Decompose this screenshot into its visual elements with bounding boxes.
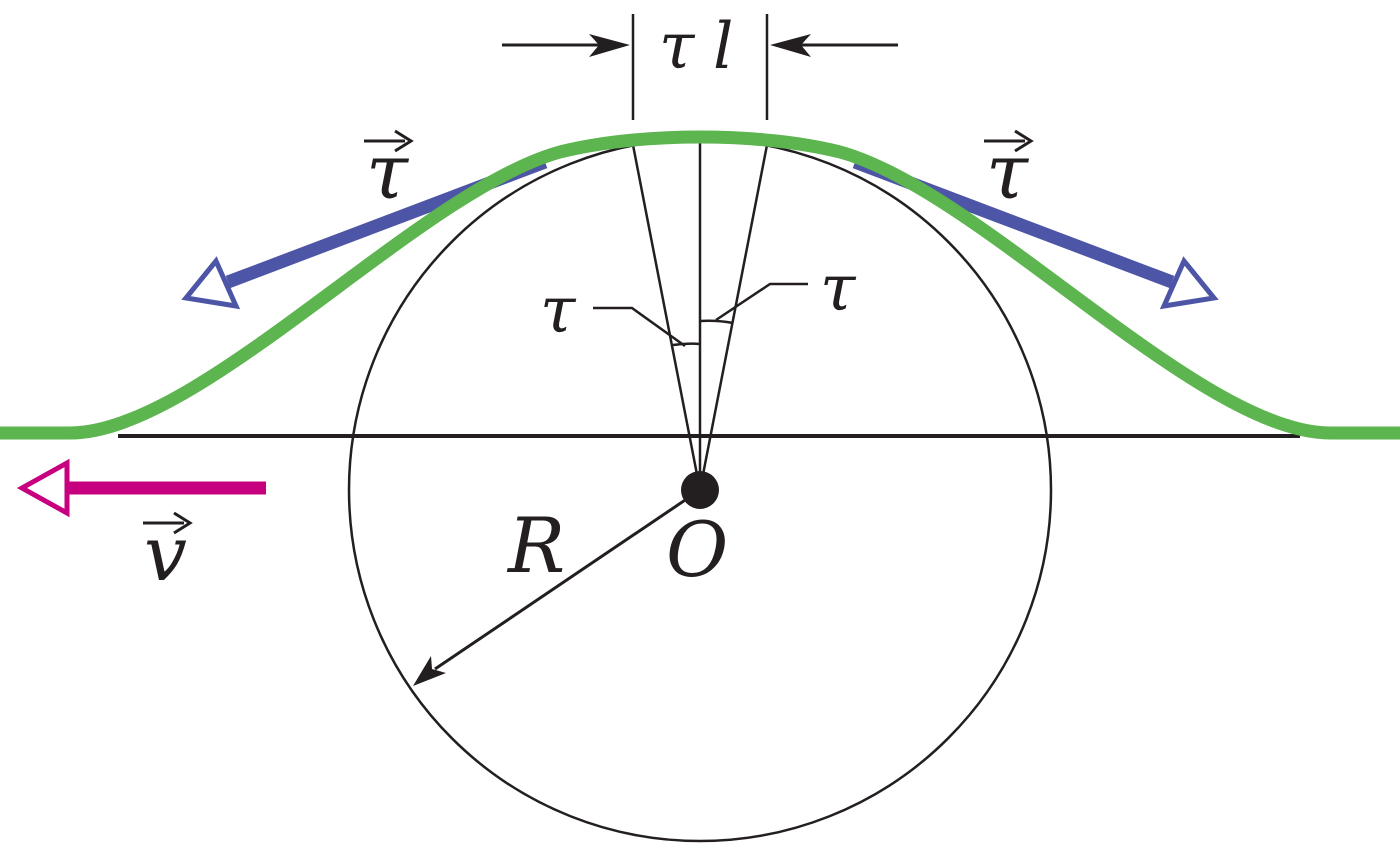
angle-arc-left	[672, 342, 701, 347]
label-tension-right: τ	[986, 127, 1030, 216]
vector-bar-tension-right	[984, 129, 1034, 153]
vector-bar-velocity	[143, 511, 193, 535]
velocity-arrow	[16, 458, 266, 518]
label-arc-length-l: l	[713, 10, 733, 84]
label-center: O	[666, 505, 728, 594]
radial-line-right	[698, 144, 769, 491]
radial-line-left	[631, 144, 702, 491]
label-angle-right: τ	[820, 252, 857, 326]
dimension-arrow-right	[770, 34, 898, 57]
label-angle-left: τ	[540, 274, 577, 348]
radius-arrow	[413, 488, 701, 686]
label-velocity: v	[144, 509, 187, 598]
angle-leader-left	[593, 306, 686, 348]
center-point	[681, 471, 719, 509]
label-tension-left: τ	[366, 127, 410, 216]
string-pulse	[0, 130, 1400, 440]
angle-leader-right	[715, 282, 808, 322]
vector-bar-tension-left	[364, 129, 414, 153]
dimension-arrow-left	[502, 34, 630, 57]
label-arc-length-tau: τ	[659, 10, 696, 84]
label-radius: R	[506, 501, 565, 590]
angle-arc-right	[699, 319, 734, 325]
